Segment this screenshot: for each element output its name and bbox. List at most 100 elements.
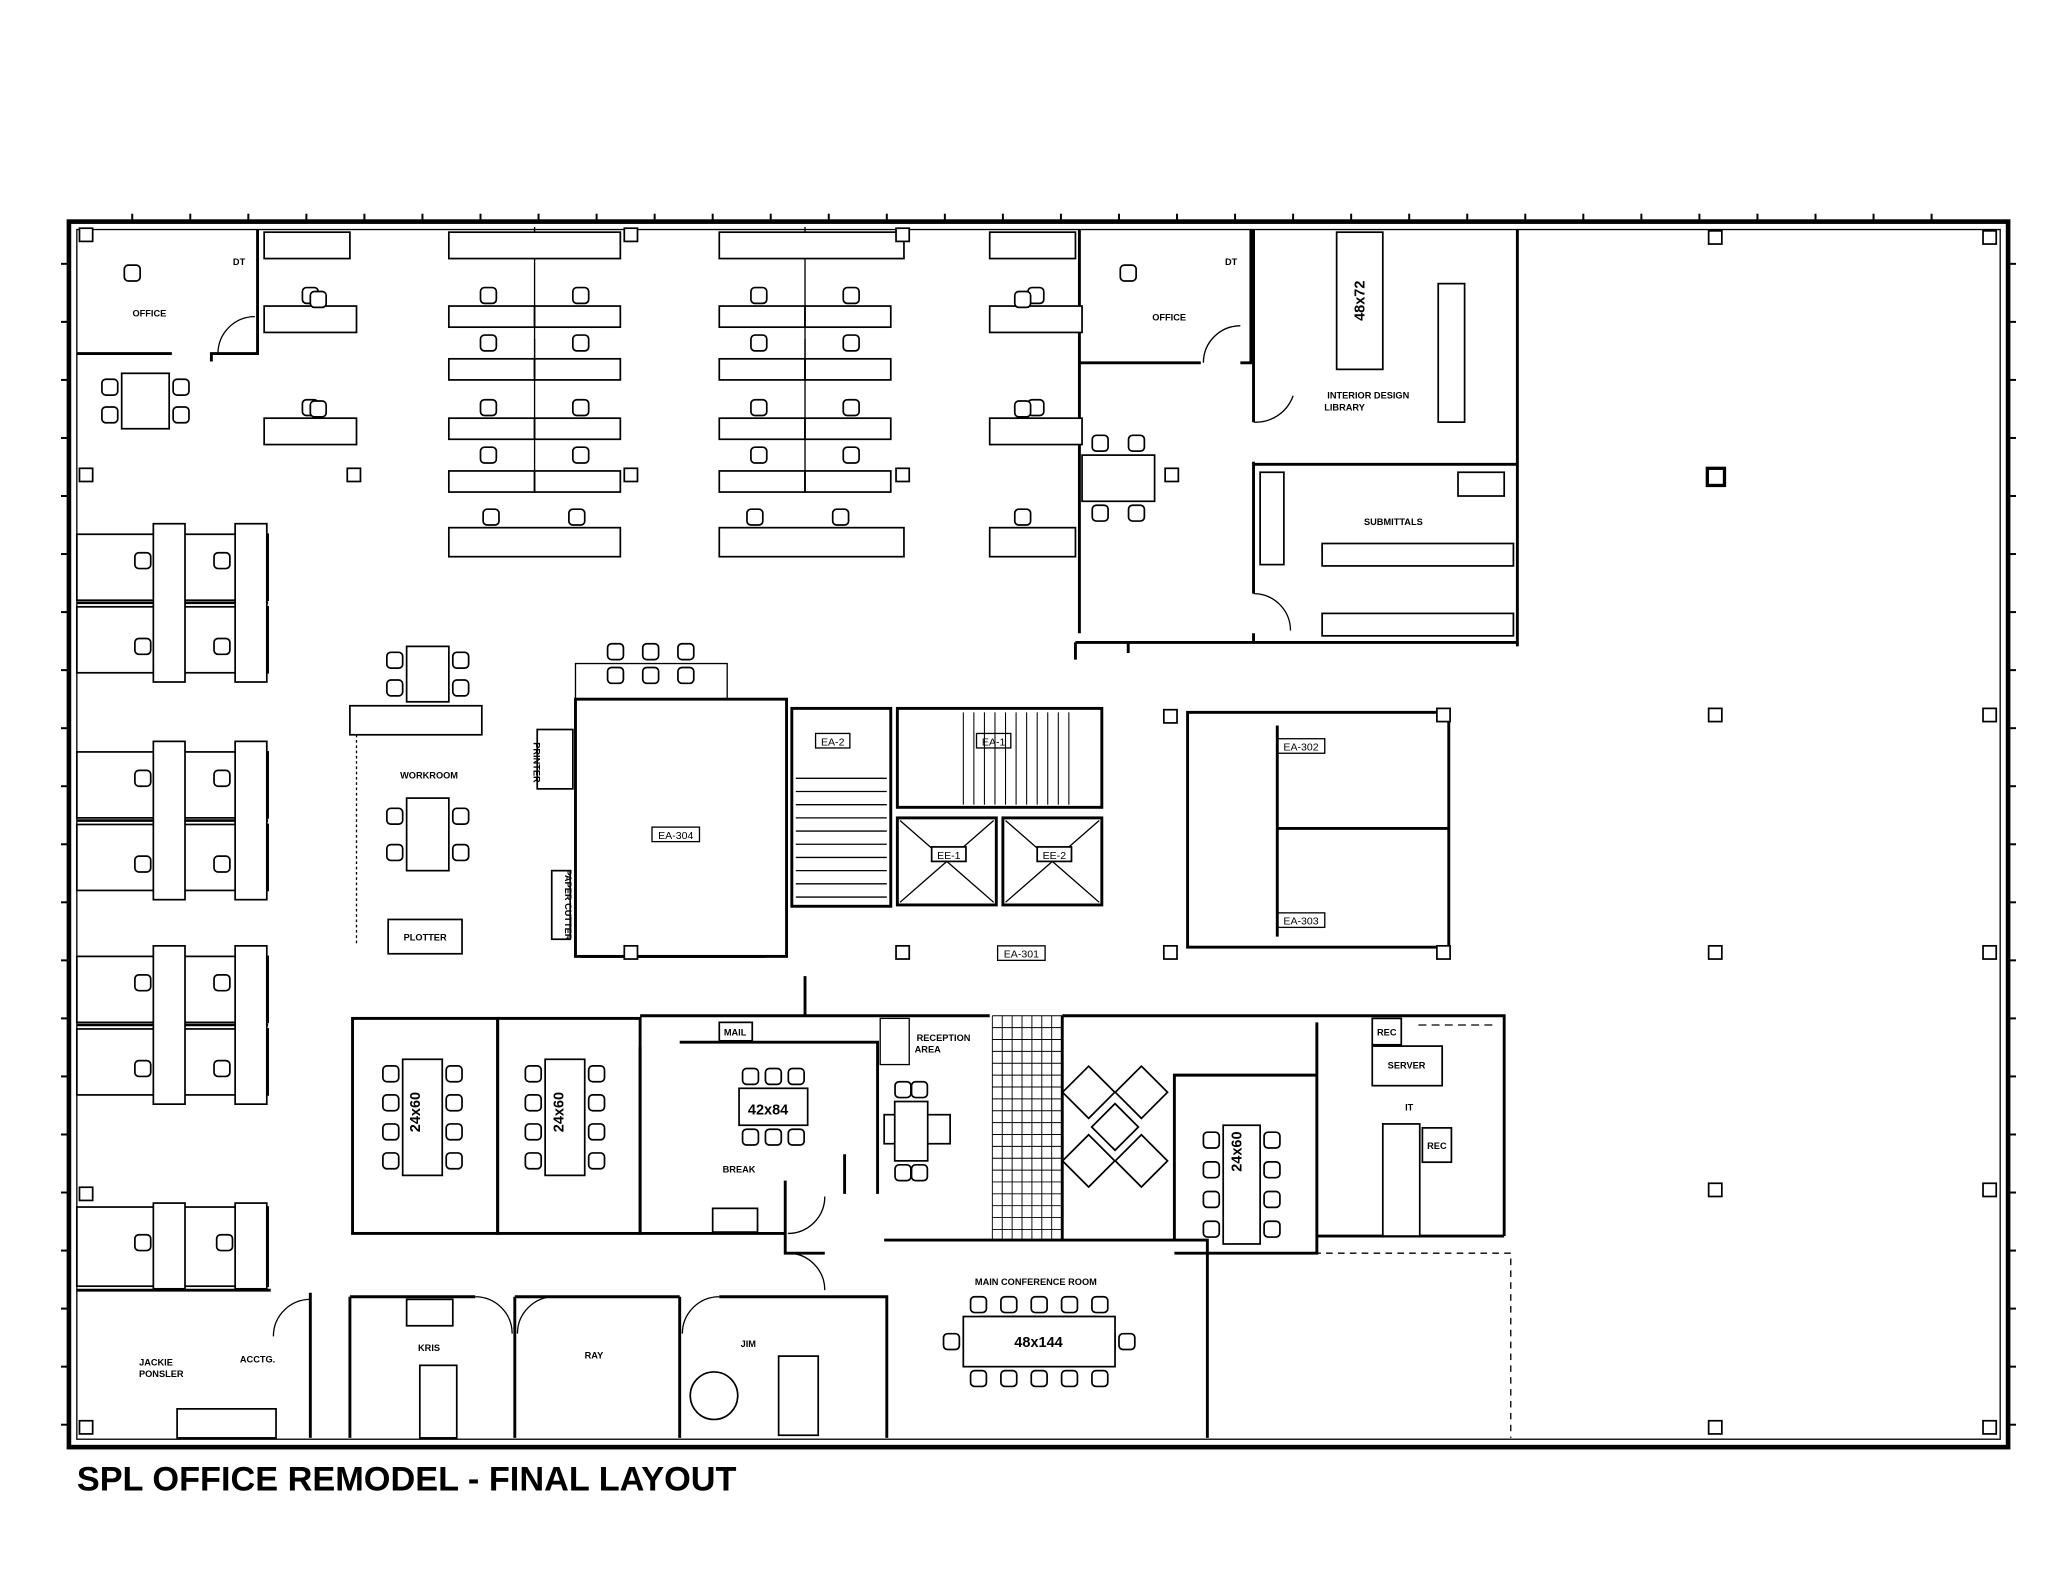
desk (804, 305, 892, 329)
desk (447, 470, 536, 493)
chair (382, 1065, 400, 1083)
stair-ea1 (895, 706, 1104, 809)
chair (479, 334, 498, 352)
label-ray: RAY (585, 1351, 604, 1361)
desk (804, 417, 892, 441)
column (1707, 707, 1723, 723)
desk (447, 526, 622, 558)
chair (101, 406, 119, 424)
label-it: IT (1405, 1103, 1414, 1113)
label-jim: JIM (741, 1339, 757, 1349)
chair (764, 1067, 783, 1086)
office-right-door (1202, 325, 1241, 363)
chair (1030, 1295, 1048, 1314)
credenza (405, 1298, 454, 1327)
desk (544, 1058, 586, 1177)
desk (152, 1202, 186, 1290)
chair (606, 642, 625, 661)
bottom-office-walls (76, 1288, 889, 1438)
chair (451, 807, 470, 826)
column (1164, 467, 1180, 483)
coffee-table (1090, 1102, 1140, 1152)
column (1436, 707, 1451, 723)
label-workroom: WORKROOM (400, 770, 458, 780)
room-labels: OFFICE DT OFFICE DT INTERIOR DESIGN LIBR… (132, 257, 1446, 1379)
tag-ea304: EA-304 (651, 826, 701, 843)
rec-box-a (1371, 1017, 1403, 1046)
chair (1000, 1369, 1018, 1388)
chair (134, 855, 152, 873)
column (1705, 466, 1727, 488)
chair (101, 378, 119, 396)
tag-ea304-text: EA-304 (658, 830, 693, 842)
elevator-ee1 (895, 816, 998, 907)
future-area-boundary (1207, 1252, 1512, 1438)
label-dt-right: DT (1225, 257, 1238, 267)
restroom-divider (1275, 725, 1449, 937)
chair (134, 1233, 152, 1252)
chair (969, 1369, 988, 1388)
label-kris: KRIS (418, 1343, 440, 1353)
chair (213, 855, 231, 873)
chair (172, 406, 190, 424)
chair (1263, 1160, 1281, 1179)
label-dt-left: DT (233, 257, 246, 267)
chair (382, 1123, 400, 1141)
chair (445, 1094, 463, 1112)
chair (1263, 1220, 1281, 1238)
chair (123, 264, 142, 282)
lounge-chair (1114, 1064, 1169, 1120)
break-counter (711, 1207, 759, 1233)
shelving (1321, 542, 1515, 567)
column (78, 467, 94, 483)
break-room-door (787, 1196, 826, 1291)
desk (263, 305, 358, 334)
label-acctg: ACCTG. (240, 1355, 275, 1365)
desk (405, 797, 450, 872)
desk (533, 357, 622, 381)
chair (1060, 1369, 1079, 1388)
desk (447, 417, 536, 441)
chair (524, 1065, 543, 1083)
label-jackie: JACKIE (139, 1357, 173, 1367)
chair (1091, 434, 1109, 453)
tag-ea1-text: EA-1 (982, 736, 1006, 748)
chair (677, 642, 695, 661)
chair (568, 508, 586, 526)
column (1982, 1182, 1998, 1198)
chair (1091, 504, 1109, 522)
chair (1127, 434, 1146, 453)
columns (61, 213, 2017, 1435)
chair (134, 551, 152, 570)
desk (234, 740, 268, 901)
chair (894, 1163, 912, 1182)
label-library-table: 48x72 (1352, 281, 1368, 321)
drawing-title: SPL OFFICE REMODEL - FINAL LAYOUT (77, 1461, 737, 1499)
desk (718, 417, 806, 441)
chair (479, 286, 498, 305)
desk (152, 944, 186, 1105)
chair (524, 1152, 543, 1170)
desk (447, 231, 622, 260)
chair (587, 1152, 606, 1170)
tag-ee1-text: EE-1 (937, 850, 961, 862)
desk (234, 944, 268, 1105)
label-office-left: OFFICE (132, 309, 166, 319)
desk (447, 357, 536, 381)
desk (1222, 1124, 1261, 1245)
chair (172, 378, 190, 396)
chair (571, 446, 590, 464)
chair (479, 446, 498, 464)
chair (524, 1123, 543, 1141)
label-conf-table-c: 24x60 (1230, 1131, 1246, 1171)
desk (738, 1087, 809, 1127)
desk (401, 1058, 444, 1177)
desk (962, 1315, 1116, 1368)
office-right-wall (1077, 229, 1253, 634)
chair (750, 446, 768, 464)
desk (1081, 454, 1156, 503)
office-left-wall (76, 229, 260, 362)
chair (1013, 290, 1032, 309)
desk (988, 305, 1083, 334)
